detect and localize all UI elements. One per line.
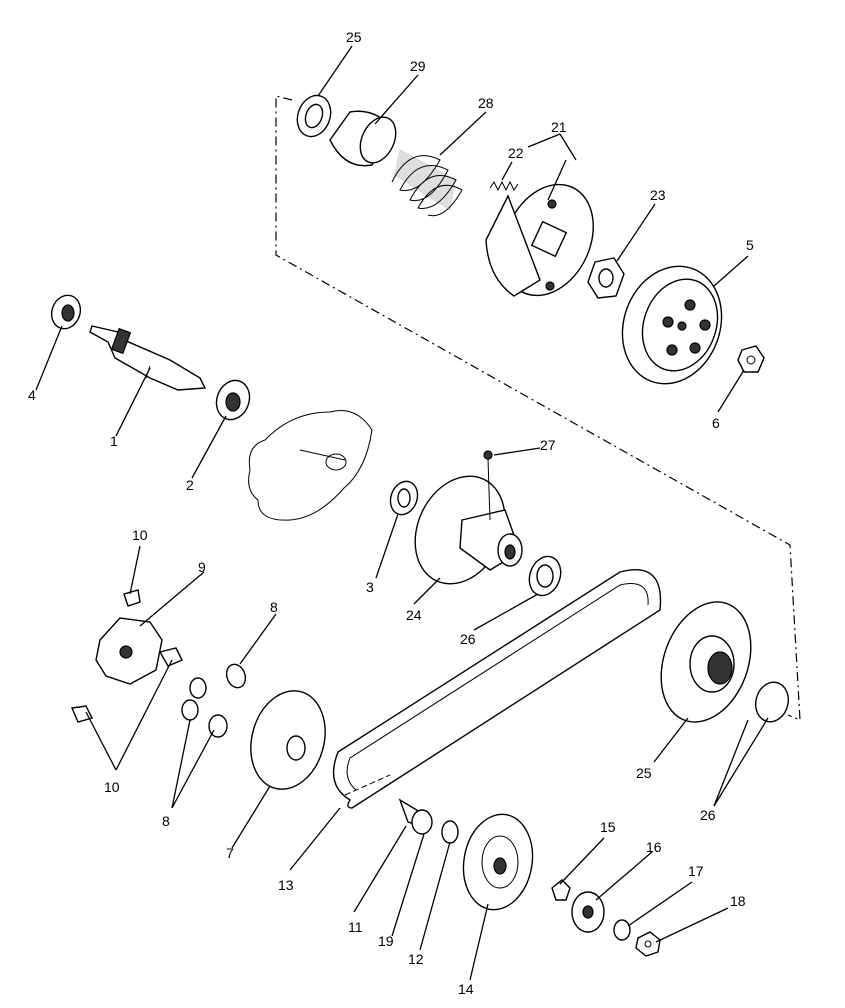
part-10-slider bbox=[123, 589, 141, 607]
part-13-drive-belt bbox=[332, 568, 662, 809]
callout-15: 15 bbox=[600, 819, 616, 835]
callout-21: 22 bbox=[508, 145, 524, 161]
part-21-small-spring bbox=[489, 180, 519, 192]
part-12-washer bbox=[441, 820, 459, 844]
part-14-fan-drive-face bbox=[462, 813, 534, 911]
part-2-bearing bbox=[215, 379, 251, 421]
part-9-ramp-plate bbox=[70, 617, 183, 723]
callout-10-bottom: 10 bbox=[104, 779, 120, 795]
callout-25-top: 25 bbox=[346, 29, 362, 45]
part-3-washer bbox=[389, 480, 419, 516]
leader-lines bbox=[35, 45, 769, 981]
part-20-clutch-shoe-assembly bbox=[485, 183, 594, 297]
callout-5: 5 bbox=[746, 237, 754, 253]
assembly-group-outline bbox=[275, 95, 801, 721]
part-25-lower-seal bbox=[528, 555, 562, 597]
part-5-clutch-housing bbox=[621, 265, 723, 385]
callout-19: 19 bbox=[378, 933, 394, 949]
callout-25-bottom: 26 bbox=[460, 631, 476, 647]
callout-10-top: 10 bbox=[132, 527, 148, 543]
callout-14: 14 bbox=[458, 981, 474, 997]
part-15-washer bbox=[551, 879, 571, 901]
part-23-driven-sheave bbox=[414, 475, 523, 585]
part-27-pin bbox=[483, 450, 493, 521]
callout-3: 3 bbox=[366, 579, 374, 595]
callout-27: 27 bbox=[540, 437, 556, 453]
callout-8-top: 8 bbox=[270, 599, 278, 615]
callout-6: 6 bbox=[712, 415, 720, 431]
callout-labels: 25 29 28 21 22 23 5 6 4 1 2 27 3 24 26 1… bbox=[28, 29, 754, 997]
part-25-upper-washer bbox=[296, 94, 332, 138]
callout-11: 11 bbox=[348, 919, 363, 935]
part-16-gear bbox=[571, 891, 605, 933]
part-8-rollers bbox=[181, 663, 247, 738]
callout-26: 26 bbox=[700, 807, 716, 823]
callout-2: 2 bbox=[186, 477, 194, 493]
callout-16: 16 bbox=[646, 839, 662, 855]
part-26-washer bbox=[755, 681, 789, 723]
part-7-movable-drive-face bbox=[250, 690, 326, 790]
part-22-nut bbox=[587, 257, 625, 299]
callout-13: 13 bbox=[278, 877, 294, 893]
part-24-fixed-driven-face bbox=[660, 601, 752, 723]
callout-24: 25 bbox=[636, 765, 652, 781]
callout-4: 4 bbox=[28, 387, 36, 403]
part-18-nut bbox=[635, 931, 661, 957]
callout-8-bottom: 8 bbox=[162, 813, 170, 829]
part-17-washer bbox=[613, 919, 631, 941]
callout-1: 1 bbox=[110, 433, 118, 449]
callout-28: 28 bbox=[478, 95, 494, 111]
callout-20: 21 bbox=[551, 119, 567, 135]
callout-7: 7 bbox=[226, 845, 234, 861]
callout-29: 29 bbox=[410, 58, 426, 74]
part-6-nut bbox=[737, 345, 765, 373]
callout-18: 18 bbox=[730, 893, 746, 909]
case-cover bbox=[248, 410, 373, 521]
part-11-collar bbox=[398, 798, 433, 835]
callout-17: 17 bbox=[688, 863, 704, 879]
part-1-drive-shaft bbox=[89, 325, 207, 391]
part-28-spring bbox=[391, 149, 463, 217]
callout-22: 23 bbox=[650, 187, 666, 203]
callout-12: 12 bbox=[408, 951, 424, 967]
part-29-bushing bbox=[329, 110, 397, 167]
callout-23: 24 bbox=[406, 607, 422, 623]
callout-9: 9 bbox=[198, 559, 206, 575]
part-4-bearing bbox=[50, 294, 82, 330]
